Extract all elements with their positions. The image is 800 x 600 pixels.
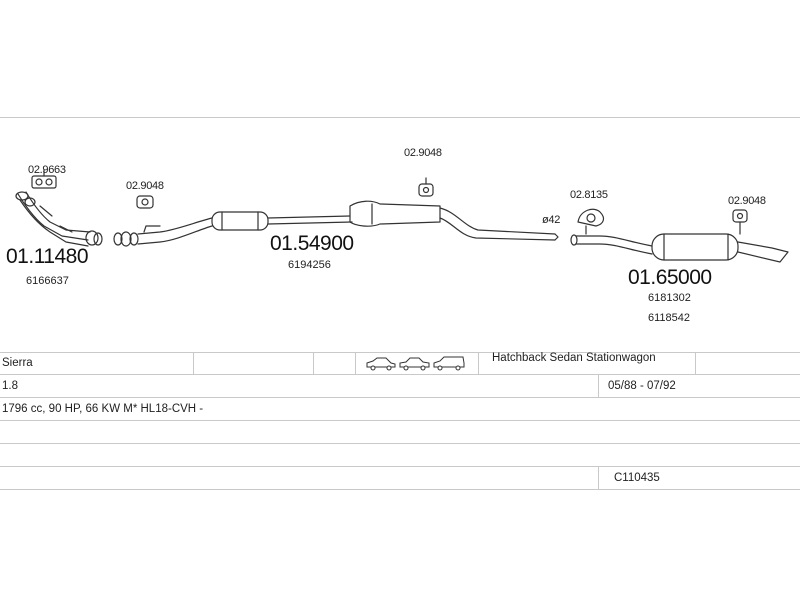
hatchback-car-icon — [366, 357, 396, 371]
rear-mount-1-label: 02.8135 — [570, 189, 608, 201]
top-rule — [0, 117, 800, 118]
info-row-empty — [0, 421, 800, 444]
pipe-diameter-label: ø42 — [542, 214, 560, 226]
downpipe-mount-label: 02.9663 — [28, 164, 66, 176]
info-row-model: Sierra — [0, 352, 800, 375]
downpipe-part[interactable] — [15, 191, 103, 247]
exhaust-diagram: 02.9663 01.11480 6166637 02.9048 02.9048… — [0, 118, 800, 350]
centre-mount-label: 02.9048 — [404, 147, 442, 159]
downpipe-code: 01.11480 — [6, 245, 88, 268]
info-top-rule — [0, 352, 800, 353]
info-row-engine: 1.8 05/88 - 07/92 — [0, 375, 800, 398]
engine-size: 1.8 — [2, 380, 18, 392]
rear-mount-2[interactable] — [732, 209, 748, 235]
rear-silencer-part[interactable] — [570, 233, 789, 263]
info-row-empty-2 — [0, 444, 800, 467]
body-types: Hatchback Sedan Stationwagon — [492, 352, 656, 364]
production-years: 05/88 - 07/92 — [608, 380, 676, 392]
flex-mount-label: 02.9048 — [126, 180, 164, 192]
rear-silencer-oem-1: 6181302 — [648, 292, 691, 304]
info-row-spec: 1796 cc, 90 HP, 66 KW M* HL18-CVH - — [0, 398, 800, 421]
set-code: C110435 — [614, 472, 660, 484]
front-mount[interactable] — [136, 195, 154, 209]
downpipe-mount[interactable] — [31, 169, 57, 189]
downpipe-oem: 6166637 — [26, 275, 69, 287]
engine-spec: 1796 cc, 90 HP, 66 KW M* HL18-CVH - — [2, 403, 204, 415]
vehicle-model: Sierra — [2, 357, 33, 369]
rear-silencer-oem-2: 6118542 — [648, 312, 690, 324]
wagon-car-icon — [433, 356, 465, 371]
rear-mount-1[interactable] — [577, 208, 605, 235]
centre-silencer-oem: 6194256 — [288, 259, 331, 271]
sedan-car-icon — [399, 357, 430, 371]
body-type-icons — [364, 352, 468, 374]
centre-silencer-part[interactable] — [211, 200, 559, 241]
rear-mount-2-label: 02.9048 — [728, 195, 766, 207]
rear-silencer-code: 01.65000 — [628, 266, 712, 289]
info-row-set-code: C110435 — [0, 467, 800, 490]
front-pipe-part[interactable] — [113, 217, 213, 247]
centre-mount[interactable] — [418, 177, 434, 197]
centre-silencer-code: 01.54900 — [270, 232, 354, 255]
